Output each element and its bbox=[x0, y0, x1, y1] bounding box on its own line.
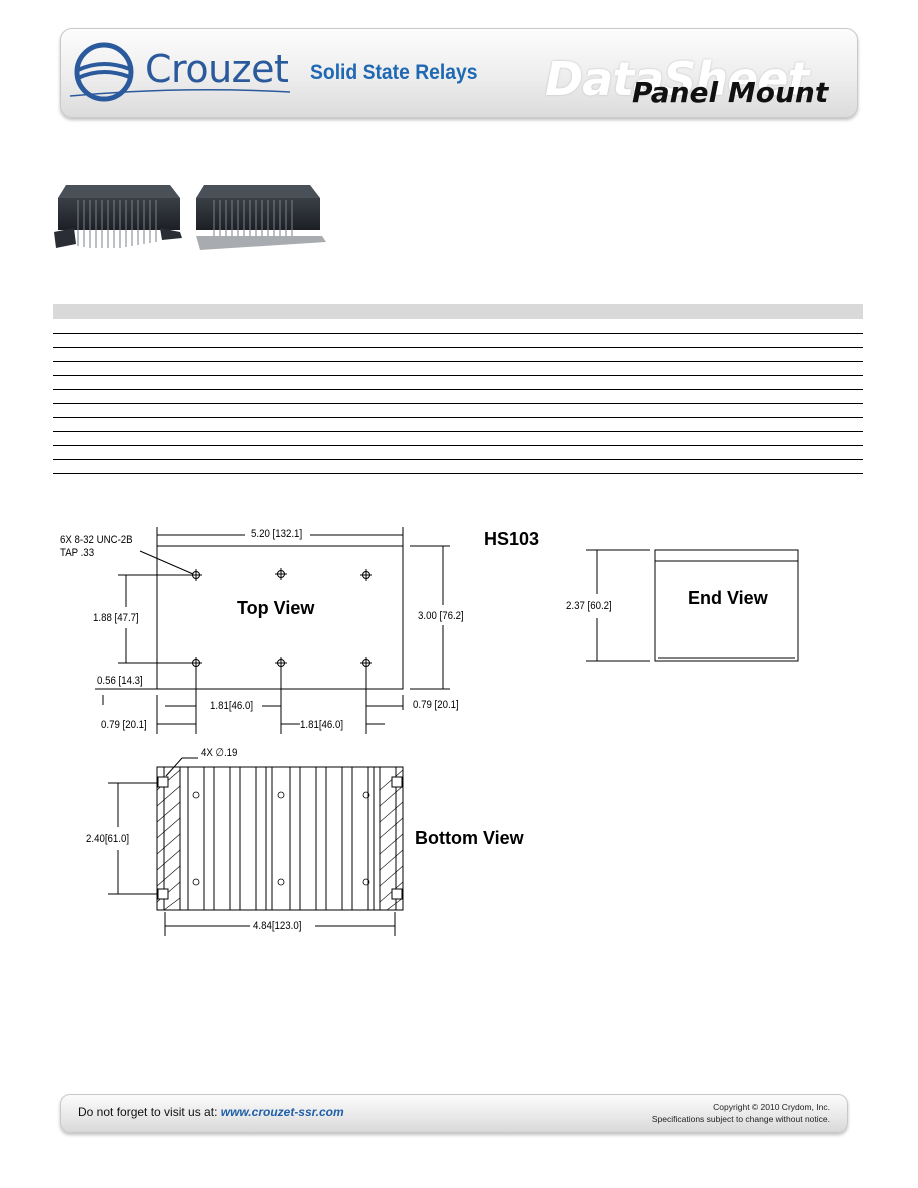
table-row bbox=[53, 362, 863, 376]
bottom-offset-dimension: 0.56 [14.3] bbox=[97, 675, 143, 687]
top-view-holes bbox=[190, 568, 372, 669]
table-row bbox=[53, 348, 863, 362]
category-title: Panel Mount bbox=[632, 76, 829, 109]
bottom-hole-note: 4X ∅.19 bbox=[201, 747, 238, 759]
end-view-outline bbox=[586, 549, 799, 662]
right-offset-dimension: 0.79 [20.1] bbox=[413, 699, 459, 711]
hole-note-line-2: TAP .33 bbox=[60, 547, 95, 559]
bottom-view-outline bbox=[108, 757, 404, 936]
bottom-view-hatching bbox=[156, 769, 404, 911]
end-height-dimension: 2.37 [60.2] bbox=[566, 600, 612, 612]
hole-row-spacing-dimension: 1.88 [47.7] bbox=[93, 612, 139, 624]
spec-table-header bbox=[53, 304, 863, 319]
hole-pitch-dimension-2: 1.81[46.0] bbox=[300, 719, 344, 731]
bottom-view-mounting-holes bbox=[157, 776, 403, 900]
table-row bbox=[53, 404, 863, 418]
top-width-dimension: 5.20 [132.1] bbox=[251, 528, 303, 540]
table-row bbox=[53, 460, 863, 474]
footer-copyright-block: Copyright © 2010 Crydom, Inc. Specificat… bbox=[640, 1101, 830, 1125]
bottom-view-label: Bottom View bbox=[415, 828, 524, 848]
visit-label: Do not forget to visit us at: bbox=[78, 1105, 218, 1119]
brand-subtitle: Solid State Relays bbox=[310, 61, 478, 84]
crouzet-logo-icon bbox=[69, 42, 291, 102]
header-banner bbox=[60, 28, 858, 118]
table-row bbox=[53, 446, 863, 460]
hole-note-line-1: 6X 8-32 UNC-2B bbox=[60, 534, 133, 546]
table-row bbox=[53, 418, 863, 432]
footer-bar bbox=[60, 1094, 848, 1133]
website-link[interactable]: www.crouzet-ssr.com bbox=[220, 1105, 344, 1119]
top-view-label: Top View bbox=[237, 598, 315, 618]
bottom-view-tap-holes bbox=[192, 791, 370, 886]
end-view-label: End View bbox=[688, 588, 768, 608]
top-height-dimension: 3.00 [76.2] bbox=[418, 610, 464, 622]
footer-visit-text: Do not forget to visit us at: www.crouze… bbox=[78, 1105, 344, 1119]
bottom-length-dimension: 4.84[123.0] bbox=[253, 920, 302, 932]
model-number: HS103 bbox=[484, 529, 540, 549]
notice-text: Specifications subject to change without… bbox=[651, 1114, 830, 1124]
hole-pitch-dimension-1: 1.81[46.0] bbox=[210, 700, 254, 712]
table-row bbox=[53, 432, 863, 446]
table-row bbox=[53, 376, 863, 390]
heatsink-photo-1 bbox=[54, 185, 182, 248]
table-row bbox=[53, 334, 863, 348]
copyright-text: Copyright © 2010 Crydom, Inc. bbox=[713, 1102, 830, 1112]
brand-name: Crouzet bbox=[145, 47, 289, 91]
spec-table bbox=[53, 304, 863, 474]
left-offset-dimension: 0.79 [20.1] bbox=[101, 719, 147, 731]
table-row bbox=[53, 390, 863, 404]
top-view-outline bbox=[156, 545, 404, 690]
heatsink-photo-2 bbox=[196, 185, 326, 250]
datasheet-word: DataSheet bbox=[545, 52, 810, 106]
table-row bbox=[53, 319, 863, 334]
bottom-hole-spacing-dimension: 2.40[61.0] bbox=[86, 833, 130, 845]
